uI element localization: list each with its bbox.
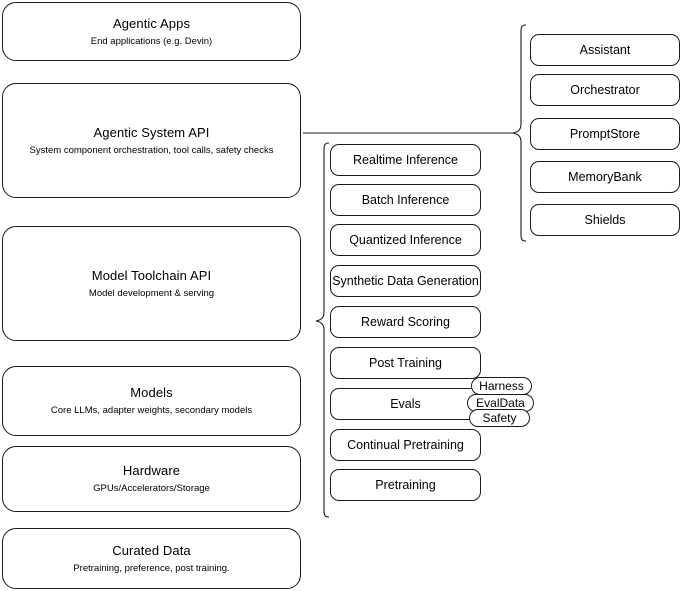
node-label: Quantized Inference bbox=[349, 232, 462, 247]
layer-subtitle: Model development & serving bbox=[88, 287, 215, 299]
node-label: Batch Inference bbox=[361, 192, 450, 207]
node-label: MemoryBank bbox=[568, 169, 642, 184]
layer-box-model-toolchain-api[interactable]: Model Toolchain API Model development & … bbox=[2, 226, 301, 341]
toolchain-node-batch-inference[interactable]: Batch Inference bbox=[330, 184, 481, 216]
layer-box-agentic-apps[interactable]: Agentic Apps End applications (e.g. Devi… bbox=[2, 2, 301, 61]
node-label: Assistant bbox=[579, 42, 631, 57]
toolchain-node-evals[interactable]: Evals bbox=[330, 388, 481, 420]
system-components-brace bbox=[512, 24, 527, 242]
subnode-label: EvalData bbox=[476, 396, 525, 410]
layer-title: Curated Data bbox=[112, 542, 191, 558]
node-label: Shields bbox=[584, 212, 626, 227]
layer-title: Model Toolchain API bbox=[91, 267, 212, 283]
evals-subnode-harness[interactable]: Harness bbox=[471, 377, 532, 395]
node-label: Synthetic Data Generation bbox=[332, 273, 479, 288]
system-node-memorybank[interactable]: MemoryBank bbox=[530, 161, 680, 193]
subnode-label: Harness bbox=[479, 379, 524, 393]
subnode-label: Safety bbox=[482, 411, 517, 425]
layer-subtitle: End applications (e.g. Devin) bbox=[90, 35, 213, 47]
system-node-shields[interactable]: Shields bbox=[530, 204, 680, 236]
layer-title: Models bbox=[130, 385, 173, 400]
toolchain-node-reward-scoring[interactable]: Reward Scoring bbox=[330, 306, 481, 338]
node-label: Evals bbox=[390, 396, 421, 411]
toolchain-node-quantized-inference[interactable]: Quantized Inference bbox=[330, 224, 481, 256]
layer-subtitle: System component orchestration, tool cal… bbox=[29, 144, 274, 156]
layer-subtitle: GPUs/Accelerators/Storage bbox=[93, 483, 210, 494]
node-label: Reward Scoring bbox=[361, 314, 450, 329]
toolchain-node-pretraining[interactable]: Pretraining bbox=[330, 469, 481, 501]
node-label: Realtime Inference bbox=[353, 152, 458, 167]
layer-subtitle: Pretraining, preference, post training. bbox=[73, 562, 230, 574]
toolchain-node-continual-pretraining[interactable]: Continual Pretraining bbox=[330, 429, 481, 461]
node-label: Continual Pretraining bbox=[347, 437, 464, 452]
layer-title: Agentic Apps bbox=[112, 15, 191, 31]
toolchain-components-brace bbox=[315, 142, 330, 518]
node-label: Post Training bbox=[369, 355, 442, 370]
layer-subtitle: Core LLMs, adapter weights, secondary mo… bbox=[50, 405, 253, 416]
layer-box-models[interactable]: Models Core LLMs, adapter weights, secon… bbox=[2, 366, 301, 436]
system-node-orchestrator[interactable]: Orchestrator bbox=[530, 74, 680, 106]
node-label: Pretraining bbox=[375, 477, 436, 492]
layer-box-hardware[interactable]: Hardware GPUs/Accelerators/Storage bbox=[2, 446, 301, 512]
layer-title: Hardware bbox=[122, 463, 181, 478]
node-label: Orchestrator bbox=[570, 82, 640, 97]
evals-subnode-safety[interactable]: Safety bbox=[469, 409, 530, 427]
system-node-assistant[interactable]: Assistant bbox=[530, 34, 680, 66]
toolchain-node-realtime-inference[interactable]: Realtime Inference bbox=[330, 144, 481, 176]
toolchain-node-synthetic-data-generation[interactable]: Synthetic Data Generation bbox=[330, 265, 481, 297]
layer-box-agentic-system-api[interactable]: Agentic System API System component orch… bbox=[2, 83, 301, 198]
layer-box-curated-data[interactable]: Curated Data Pretraining, preference, po… bbox=[2, 528, 301, 589]
toolchain-node-post-training[interactable]: Post Training bbox=[330, 347, 481, 379]
layer-title: Agentic System API bbox=[93, 124, 210, 140]
node-label: PromptStore bbox=[569, 126, 641, 141]
system-node-promptstore[interactable]: PromptStore bbox=[530, 118, 680, 150]
